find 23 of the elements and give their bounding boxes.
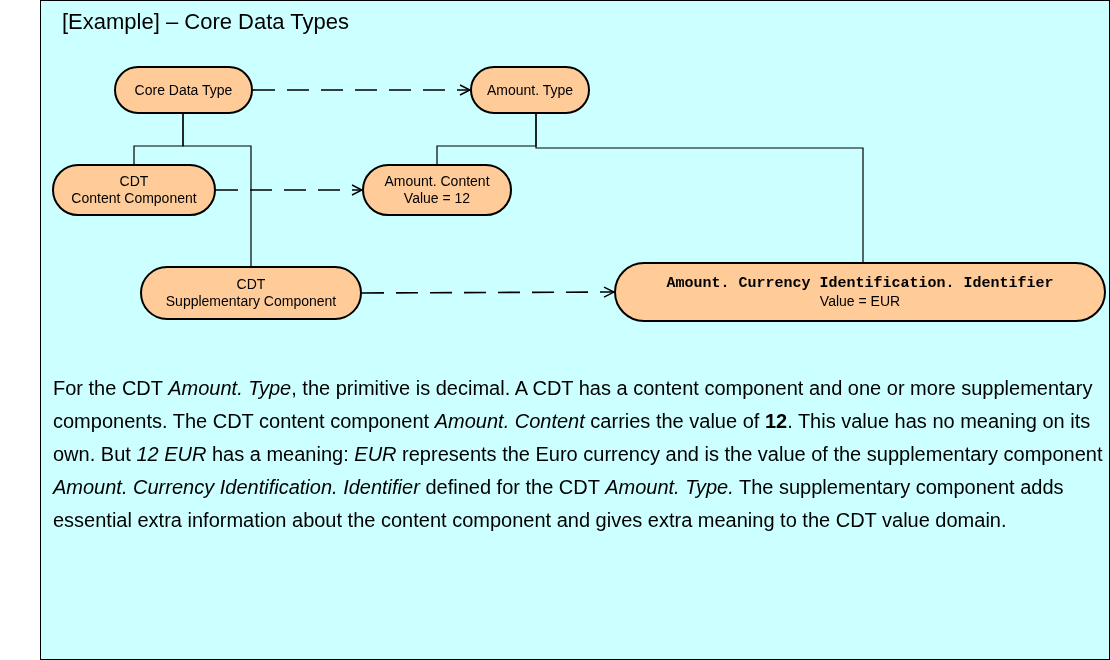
node-text: Amount. Type bbox=[486, 81, 574, 99]
node-text: Value = EUR bbox=[819, 292, 901, 310]
connector-line bbox=[535, 113, 864, 263]
node-text: Content Component bbox=[71, 190, 197, 207]
node-text: Core Data Type bbox=[134, 81, 233, 99]
dashed-arrow bbox=[252, 84, 471, 96]
rounded-node bbox=[52, 164, 216, 216]
rounded-node bbox=[614, 262, 1106, 322]
rounded-node bbox=[140, 266, 362, 320]
node-text: Amount. Currency Identification. Identifier bbox=[666, 274, 1054, 293]
rounded-node bbox=[470, 66, 590, 114]
node-text: CDT bbox=[236, 276, 266, 293]
rounded-node bbox=[114, 66, 253, 114]
node-text: Amount. Content bbox=[384, 173, 490, 190]
node-text: CDT bbox=[119, 173, 149, 190]
dashed-arrow bbox=[361, 286, 615, 298]
node-text: Supplementary Component bbox=[165, 293, 337, 310]
dashed-arrow bbox=[215, 184, 363, 196]
connector-line bbox=[182, 113, 252, 267]
rounded-node bbox=[362, 164, 512, 216]
diagram-title: [Example] – Core Data Types bbox=[62, 8, 349, 36]
node-text: Value = 12 bbox=[403, 190, 471, 207]
description-paragraph: For the CDT Amount. Type, the primitive is decimal. A CDT has a content component and one or more supplementary components. The CDT content component Amount. Content carries the value of 12. This value has no meaning on its own. But 12 EUR has a meaning: EUR represents the Euro currency and is the value of the supplementary component Amount. Currency Identification. Identifier defined for the CDT Amount. Type. The supplementary component adds essential extra information about the content component and gives extra meaning to the CDT value domain. bbox=[53, 376, 1104, 533]
